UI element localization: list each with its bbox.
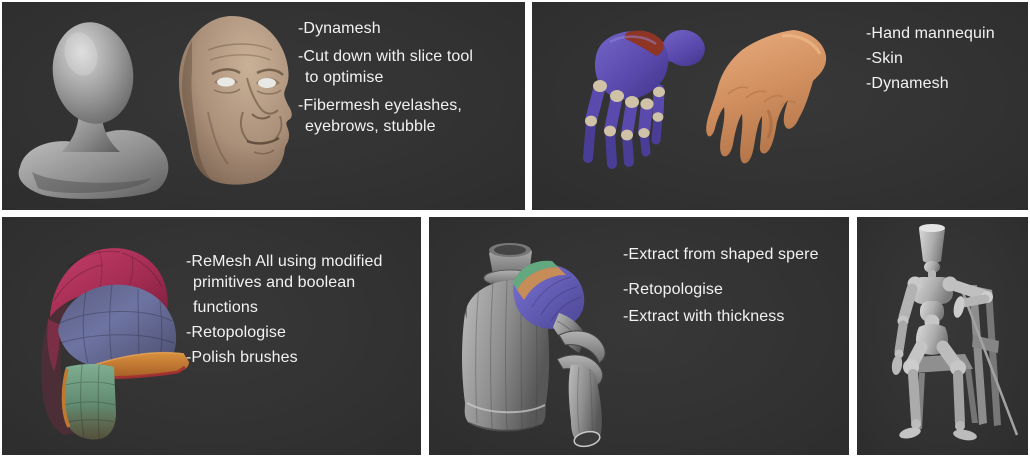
mannequin-figure — [891, 224, 993, 441]
pauldron-orange-band — [517, 267, 566, 300]
note-line: functions — [193, 299, 258, 316]
head-sculpt-notes: -Dynamesh -Cut down with slice tool to o… — [298, 18, 473, 137]
head-sculpt-render — [18, 15, 292, 199]
helmet-notes: -ReMesh All using modified primitives an… — [186, 251, 382, 368]
vambrace — [568, 364, 602, 445]
note-line: primitives and boolean — [193, 274, 356, 291]
old-man-head-sculpt — [178, 15, 292, 185]
helmet-cheek-flap — [63, 364, 116, 440]
eye-right — [256, 77, 280, 88]
segmented-mannequin-hand — [583, 29, 705, 169]
panel-seated-mannequin — [857, 217, 1028, 455]
note-line: -Extract with thickness — [623, 308, 785, 325]
skin-hand-sculpt — [706, 30, 827, 164]
note-line: -Retopologise — [623, 281, 724, 298]
note-line: -Fibermesh eyelashes, — [298, 97, 462, 114]
helmet-render — [41, 248, 189, 440]
hands-render — [583, 29, 827, 169]
note-line: eyebrows, stubble — [305, 118, 436, 135]
armour-notes: -Extract from shaped spere -Retopologise… — [623, 244, 819, 327]
joint-spheres — [585, 80, 665, 141]
note-line: -Dynamesh — [866, 75, 949, 92]
panel-head-sculpt: -Dynamesh -Cut down with slice tool to o… — [2, 2, 525, 210]
legs — [899, 340, 977, 441]
seated-mannequin-render — [891, 224, 1019, 441]
note-line: -Retopologise — [186, 324, 287, 341]
hands-notes: -Hand mannequin -Skin -Dynamesh — [866, 23, 995, 98]
note-line: -Dynamesh — [298, 20, 381, 37]
panel-helmet: -ReMesh All using modified primitives an… — [2, 217, 421, 455]
note-line: to optimise — [305, 69, 384, 86]
panel-armour: -Extract from shaped spere -Retopologise… — [429, 217, 849, 455]
eye-left — [214, 77, 238, 87]
note-line: -Polish brushes — [186, 349, 298, 366]
armour-render — [462, 243, 606, 448]
pauldron-green-band — [513, 260, 558, 290]
panel-hands: -Hand mannequin -Skin -Dynamesh — [532, 2, 1028, 210]
armour-torso-with-pauldron — [462, 243, 606, 448]
note-line: -Hand mannequin — [866, 25, 995, 42]
note-line: -Skin — [866, 50, 903, 67]
staff — [961, 292, 1019, 436]
note-line: -Extract from shaped spere — [623, 246, 819, 263]
left-arm — [891, 283, 918, 375]
right-arm — [947, 279, 993, 318]
polygroup-helmet — [41, 248, 189, 440]
mannequin-bust — [18, 22, 169, 199]
helmet-dome — [58, 284, 177, 367]
note-line: -ReMesh All using modified — [186, 253, 383, 270]
note-line: -Cut down with slice tool — [298, 48, 474, 65]
helmet-crest — [50, 248, 168, 317]
